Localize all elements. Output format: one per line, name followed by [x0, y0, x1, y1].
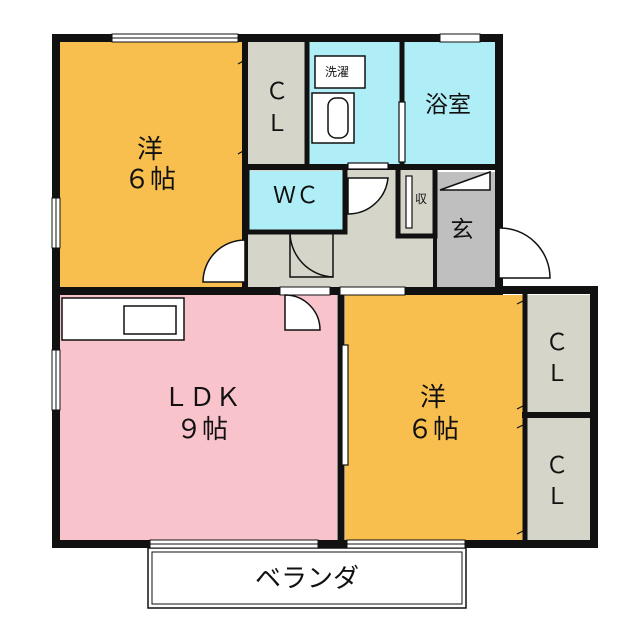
balcony-label: ベランダ — [255, 564, 359, 594]
door-ldk — [284, 294, 321, 331]
ldk-size: ９帖 — [176, 415, 228, 445]
bathroom — [402, 42, 495, 167]
closet-east-lower — [525, 418, 590, 540]
door-wc-arc — [289, 231, 334, 278]
closet-east-upper-line1: Ｃ — [546, 330, 569, 356]
wc-label: ＷＣ — [273, 183, 319, 209]
kitchen-counter — [61, 297, 185, 341]
doors — [202, 170, 551, 331]
sliding-doors — [341, 101, 413, 466]
entrance-label: 玄 — [451, 217, 474, 243]
closet-north — [245, 42, 307, 167]
closet-east-lower-line1: Ｃ — [546, 453, 569, 479]
western-room-southeast-size: ６帖 — [407, 415, 459, 445]
washbasin — [311, 92, 355, 144]
door-west-room — [202, 239, 246, 283]
storage-label: 収 — [415, 192, 427, 206]
door-wc — [289, 232, 334, 278]
western-room-northwest-size: ６帖 — [124, 165, 176, 195]
balcony — [147, 547, 467, 609]
closet-east-lower-line2: Ｌ — [546, 484, 569, 510]
western-room-northwest-name: 洋 — [137, 135, 163, 165]
closet-north-line1: Ｃ — [266, 79, 289, 105]
laundry-pan — [314, 55, 366, 89]
door-hall — [347, 177, 389, 215]
western-room-northwest — [60, 42, 245, 287]
door-entrance — [498, 227, 551, 279]
balcony-inner-line — [151, 551, 463, 605]
door-entrance-step — [439, 170, 491, 191]
closet-east-upper-line2: Ｌ — [546, 361, 569, 387]
laundry-label: 洗濯 — [325, 65, 349, 79]
western-room-southeast — [345, 295, 525, 540]
bathroom-label: 浴室 — [425, 92, 471, 118]
windows — [51, 33, 481, 549]
closet-north-line2: Ｌ — [266, 111, 289, 137]
closet-door-ticks — [237, 59, 526, 535]
closet-east-upper — [525, 295, 590, 412]
wc-room — [249, 171, 343, 230]
entrance — [435, 172, 495, 287]
ldk-name: ＬＤＫ — [163, 383, 241, 413]
western-room-southeast-name: 洋 — [420, 383, 446, 413]
